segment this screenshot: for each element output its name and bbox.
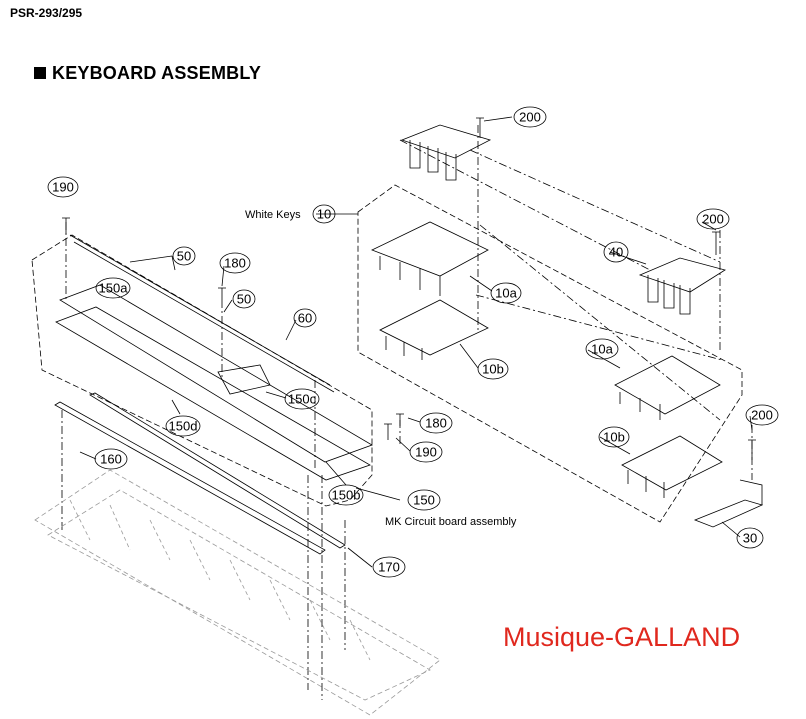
part-30-bracket	[693, 479, 764, 528]
contact-strip	[69, 234, 335, 393]
callout-200: 200	[751, 408, 773, 423]
keyboard-base-frame	[34, 469, 441, 716]
callout-10: 10	[317, 207, 331, 222]
mk-circuit-caption: MK Circuit board assembly	[385, 516, 517, 528]
callout-170: 170	[378, 560, 400, 575]
callout-160: 160	[100, 452, 122, 467]
callout-150c: 150c	[288, 392, 317, 407]
callout-180: 180	[224, 256, 246, 271]
mk-circuit-board	[55, 284, 373, 481]
callout-circles	[47, 106, 779, 578]
white-key-part-10a-bottom	[614, 355, 721, 420]
callout-10a: 10a	[591, 342, 613, 357]
callout-30: 30	[743, 531, 757, 546]
white-keys-group-outline	[357, 184, 743, 523]
square-bullet-icon	[34, 67, 46, 79]
section-title: KEYBOARD ASSEMBLY	[52, 63, 262, 83]
callout-10b: 10b	[603, 430, 625, 445]
callout-10a: 10a	[495, 286, 517, 301]
white-keys-caption: White Keys	[245, 209, 301, 221]
white-key-part-10b-bottom	[621, 435, 723, 498]
model-number: PSR-293/295	[10, 6, 83, 20]
section-heading: KEYBOARD ASSEMBLY	[34, 63, 261, 84]
callout-190: 190	[415, 445, 437, 460]
callout-190: 190	[52, 180, 74, 195]
white-key-part-10a-top	[370, 221, 489, 296]
callout-150: 150	[413, 493, 435, 508]
callout-60: 60	[298, 311, 312, 326]
screw-icons	[62, 117, 756, 460]
alignment-lines	[61, 125, 753, 700]
watermark-text: Musique-GALLAND	[503, 622, 741, 652]
callout-150b: 150b	[332, 488, 361, 503]
callout-10b: 10b	[482, 362, 504, 377]
callout-180: 180	[425, 416, 447, 431]
callout-50: 50	[177, 249, 191, 264]
leader-lines	[79, 116, 753, 568]
mk-board-group-outline	[31, 234, 373, 507]
callout-50: 50	[237, 292, 251, 307]
callout-200: 200	[519, 110, 541, 125]
part-160-rail	[54, 401, 326, 555]
callout-200: 200	[702, 212, 724, 227]
black-keys-part-200	[400, 124, 492, 181]
black-keys-part-40	[638, 257, 726, 315]
callout-150a: 150a	[99, 281, 129, 296]
white-key-part-10b-top	[379, 299, 489, 360]
callout-40: 40	[609, 245, 623, 260]
part-170-rail	[89, 392, 346, 549]
callout-150d: 150d	[169, 419, 198, 434]
